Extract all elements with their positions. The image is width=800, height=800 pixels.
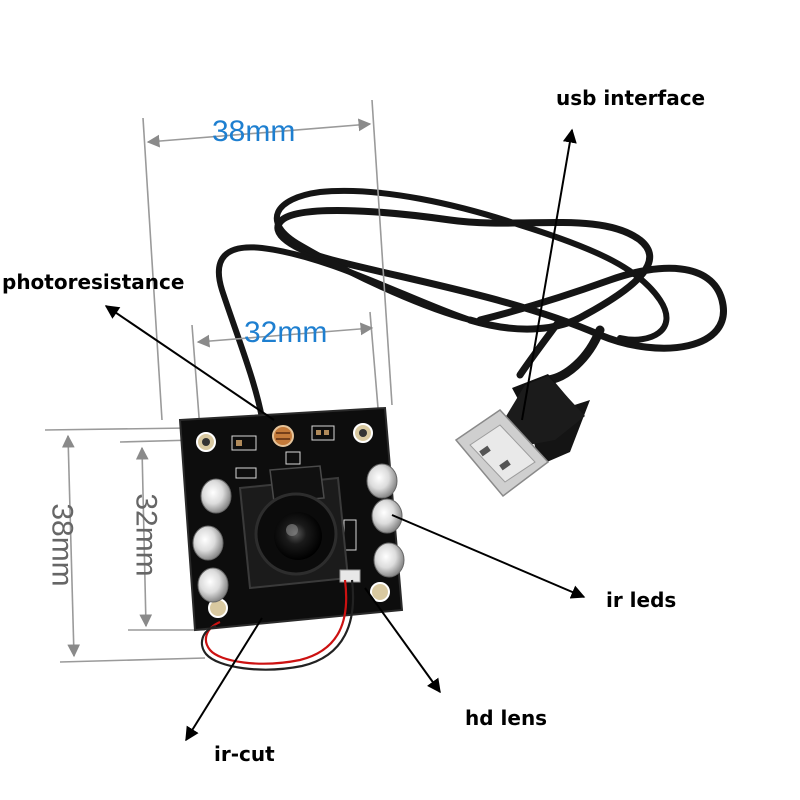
callout-arrows [104, 128, 586, 742]
ir-cut-connector [339, 569, 361, 583]
usb-interface-label: usb interface [556, 86, 706, 110]
lens [254, 492, 338, 576]
ir-cut-wires [200, 579, 355, 671]
outer-height-label: 38mm [45, 503, 79, 587]
inner-height-label: 32mm [129, 493, 163, 577]
ir-led [192, 463, 405, 603]
photoresistor [272, 425, 294, 447]
ir-leds-label: ir leds [606, 588, 677, 612]
photoresistance-label: photoresistance [2, 270, 185, 294]
camera-pcb [178, 406, 405, 632]
hd-lens-label: hd lens [465, 706, 548, 730]
usb-plug [454, 374, 590, 498]
usb-cable [215, 187, 727, 421]
dimension-lines [44, 99, 393, 663]
ir-cut-label: ir-cut [214, 742, 275, 766]
inner-width-label: 32mm [244, 316, 328, 349]
outer-width-label: 38mm [212, 115, 296, 148]
